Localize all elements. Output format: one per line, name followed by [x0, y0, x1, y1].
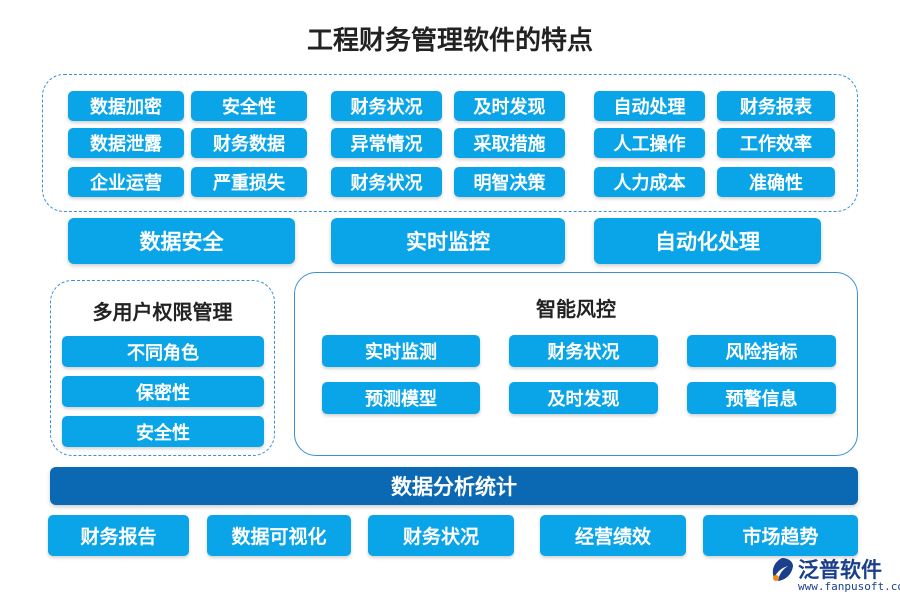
logo-name: 泛普软件 [798, 558, 882, 582]
feature-chip-auto-processing: 自动处理 [594, 91, 705, 121]
feature-chip-accuracy: 准确性 [717, 167, 835, 197]
risk-item-warning-info: 预警信息 [687, 382, 836, 414]
bottom-item-market-trend: 市场趋势 [703, 515, 858, 556]
feature-chip-labor-cost: 人力成本 [594, 167, 705, 197]
feature-chip-enterprise-operation: 企业运营 [68, 167, 184, 197]
feature-chip-take-measures: 采取措施 [454, 128, 565, 158]
bottom-item-financial-status: 财务状况 [368, 515, 514, 556]
group-header-data-security: 数据安全 [68, 218, 295, 264]
risk-box-title: 智能风控 [536, 297, 616, 321]
feature-chip-financial-report: 财务报表 [717, 91, 835, 121]
permission-item-confidentiality: 保密性 [62, 376, 264, 407]
feature-chip-abnormal-situation: 异常情况 [331, 128, 442, 158]
feature-chip-financial-data: 财务数据 [191, 128, 307, 158]
risk-item-realtime-monitoring: 实时监测 [322, 335, 480, 367]
feature-chip-timely-discovery: 及时发现 [454, 91, 565, 121]
permission-management-box [50, 280, 275, 456]
feature-chip-data-leak: 数据泄露 [68, 128, 184, 158]
data-analysis-band: 数据分析统计 [50, 467, 858, 505]
fanpu-logo: 泛普软件 www.fanpusoft.com [768, 552, 900, 596]
smart-risk-control-box [294, 272, 858, 456]
feature-chip-severe-loss: 严重损失 [191, 167, 307, 197]
risk-item-timely-discovery: 及时发现 [509, 382, 658, 414]
fanpu-logo-icon [772, 558, 793, 581]
permission-item-different-roles: 不同角色 [62, 336, 264, 367]
bottom-item-data-visualization: 数据可视化 [207, 515, 351, 556]
risk-item-prediction-model: 预测模型 [322, 382, 480, 414]
feature-chip-work-efficiency: 工作效率 [717, 128, 835, 158]
bottom-item-business-performance: 经营绩效 [540, 515, 686, 556]
permission-box-title: 多用户权限管理 [92, 300, 233, 324]
risk-item-financial-status: 财务状况 [509, 335, 658, 367]
logo-url: www.fanpusoft.com [798, 580, 900, 593]
group-header-realtime-monitoring: 实时监控 [331, 218, 565, 264]
group-header-automation: 自动化处理 [594, 218, 821, 264]
feature-chip-security: 安全性 [191, 91, 307, 121]
permission-item-security: 安全性 [62, 416, 264, 447]
feature-chip-financial-status: 财务状况 [331, 91, 442, 121]
feature-chip-financial-status-2: 财务状况 [331, 167, 442, 197]
page-title: 工程财务管理软件的特点 [306, 26, 593, 56]
feature-chip-manual-operation: 人工操作 [594, 128, 705, 158]
feature-chip-data-encryption: 数据加密 [68, 91, 184, 121]
risk-item-risk-indicators: 风险指标 [687, 335, 836, 367]
bottom-item-financial-report: 财务报告 [48, 515, 189, 556]
feature-chip-wise-decision: 明智决策 [454, 167, 565, 197]
top-features-container [42, 74, 858, 212]
